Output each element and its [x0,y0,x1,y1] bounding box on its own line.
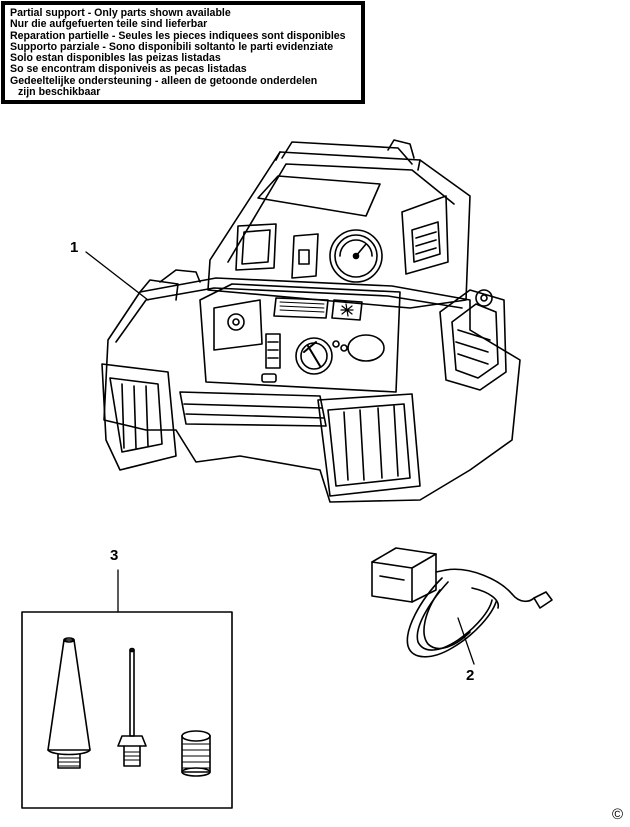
notice-line: zijn beschikbaar [18,86,101,99]
leader-line-part-1 [85,251,149,301]
callout-part-1: 1 [70,239,79,256]
callout-part-2: 2 [466,667,475,684]
notice-line: Supporto parziale - Sono disponibili sol… [10,40,334,53]
notice-line: Solo estan disponibles las peizas listad… [10,52,221,65]
callout-part-3: 3 [110,547,119,564]
accessory-kit-box [21,611,233,809]
inflation-nozzle-cone [47,637,91,769]
copyright-symbol: © [612,806,624,823]
notice-line: Nur die aufgefuerten teile sind lieferba… [10,18,208,31]
leader-line-part-2 [457,617,475,665]
ac-adapter [371,547,553,658]
notice-line: So se encontram disponiveis as pecas lis… [10,63,247,76]
valve-adapter [181,730,211,777]
notice-line: Partial support - Only parts shown avail… [10,7,231,19]
notice-line: Gedeeltelijke ondersteuning - alleen de … [10,74,318,87]
partial-support-notice: Partial support - Only parts shown avail… [1,1,365,104]
jump-starter-unit [101,139,521,503]
notice-line: Reparation partielle - Seules les pieces… [10,29,346,42]
inflation-needle [117,647,147,767]
